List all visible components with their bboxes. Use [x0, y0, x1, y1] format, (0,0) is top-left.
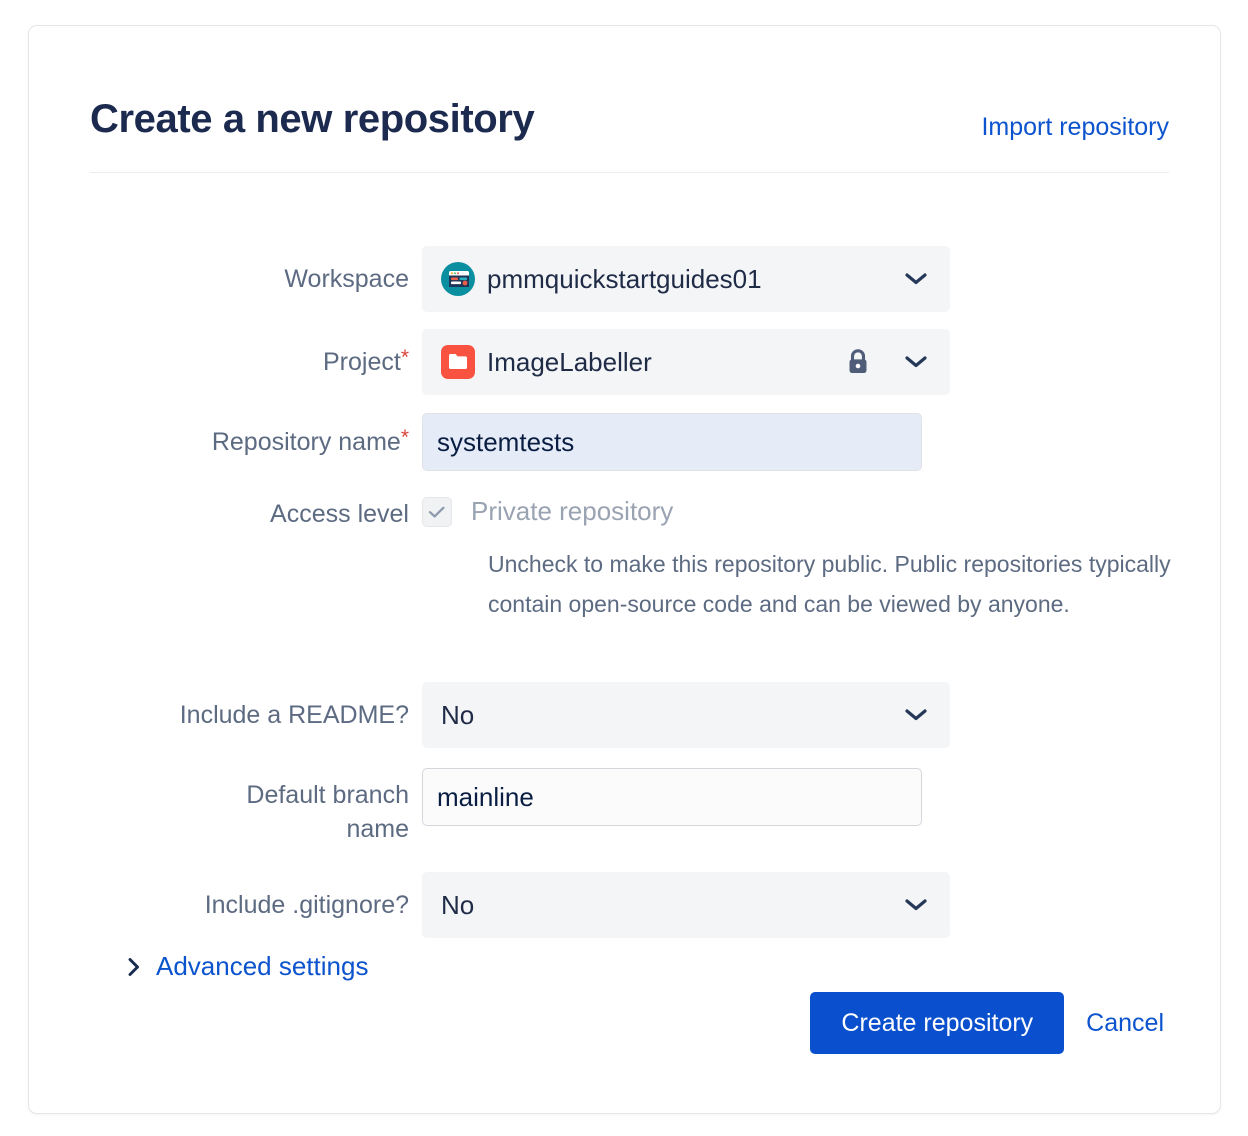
workspace-glyph-icon [449, 271, 469, 287]
include-gitignore-control: No [422, 872, 950, 938]
workspace-label: Workspace [284, 265, 409, 293]
folder-glyph-icon [449, 354, 467, 369]
private-repository-label: Private repository [471, 496, 674, 526]
project-required-marker: * [400, 346, 409, 369]
create-repository-card: Create a new repository Import repositor… [28, 25, 1221, 1114]
create-repository-button[interactable]: Create repository [810, 992, 1065, 1054]
private-repository-checkbox[interactable] [422, 496, 452, 527]
include-readme-value-wrap: No [423, 700, 474, 731]
workspace-value: pmmquickstartguides01 [487, 263, 762, 294]
advanced-settings-toggle[interactable]: Advanced settings [127, 951, 368, 982]
repository-name-input[interactable]: systemtests [422, 413, 922, 471]
chevron-down-icon [905, 356, 927, 368]
page-title: Create a new repository [90, 97, 535, 141]
private-repository-checkbox-row[interactable]: Private repository [422, 496, 673, 527]
repository-name-required-marker: * [400, 426, 409, 449]
chevron-right-icon [128, 957, 139, 976]
default-branch-control: mainline [422, 768, 922, 826]
check-icon [428, 506, 445, 518]
workspace-avatar [423, 262, 475, 296]
default-branch-value: mainline [437, 781, 534, 812]
include-readme-select[interactable]: No [422, 682, 950, 748]
workspace-select[interactable]: pmmquickstartguides01 [422, 246, 950, 312]
chevron-down-icon [905, 709, 927, 721]
project-control: ImageLabeller [422, 329, 950, 395]
lock-icon [849, 349, 867, 373]
default-branch-input[interactable]: mainline [422, 768, 922, 826]
chevron-down-icon [905, 273, 927, 285]
access-level-help-text: Uncheck to make this repository public. … [488, 551, 1171, 617]
project-avatar [423, 345, 475, 379]
repository-name-control: systemtests [422, 413, 922, 471]
project-label-text: Project [323, 348, 401, 376]
include-gitignore-value-wrap: No [423, 890, 474, 921]
access-level-control: Private repository [422, 496, 673, 527]
project-value: ImageLabeller [487, 346, 652, 377]
include-gitignore-value: No [441, 889, 475, 920]
import-repository-link[interactable]: Import repository [981, 113, 1169, 141]
project-folder-icon [441, 345, 475, 379]
include-readme-label: Include a README? [179, 701, 409, 729]
default-branch-label: Default branch name [246, 781, 409, 843]
include-readme-value: No [441, 699, 475, 730]
form-actions: Create repository Cancel [810, 992, 1164, 1054]
cancel-link[interactable]: Cancel [1086, 1008, 1164, 1037]
card-header: Create a new repository Import repositor… [90, 83, 1169, 173]
repository-name-label-text: Repository name [211, 428, 401, 456]
include-gitignore-label: Include .gitignore? [204, 891, 409, 919]
project-lock [845, 347, 871, 377]
advanced-settings-label: Advanced settings [156, 951, 369, 981]
project-select[interactable]: ImageLabeller [422, 329, 950, 395]
include-gitignore-select[interactable]: No [422, 872, 950, 938]
access-level-label: Access level [270, 500, 409, 528]
workspace-control: pmmquickstartguides01 [422, 246, 950, 312]
repository-name-label: Repository name* [129, 425, 409, 459]
chevron-down-icon [905, 899, 927, 911]
repository-name-value: systemtests [437, 426, 575, 457]
include-readme-control: No [422, 682, 950, 748]
project-label: Project* [129, 345, 409, 379]
workspace-avatar-icon [441, 262, 475, 296]
